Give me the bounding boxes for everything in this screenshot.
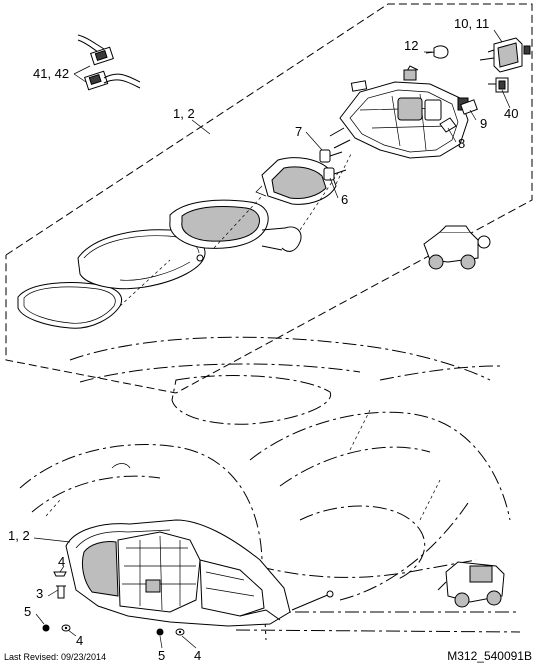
figure-id: M312_540091B [447,649,532,663]
footer: Last Revised: 09/23/2014 M312_540091B [4,649,532,663]
callout-4-a: 4 [58,554,65,569]
callout-4-b: 4 [76,633,83,648]
headlamp-seal [17,282,123,329]
bottom-vehicle-icon [437,561,505,608]
headlamp-lens [77,229,206,290]
bulb-12 [425,45,449,59]
socket-8 [439,117,457,133]
callout-9: 9 [480,116,487,131]
callout-1-2-top: 1, 2 [173,106,195,121]
socket-40 [488,77,509,93]
leader-lines [33,29,511,649]
callout-3: 3 [36,586,43,601]
exploded-view-boundary [5,3,533,394]
fastener-5b [156,628,164,636]
installed-headlamp [65,519,334,627]
fastener-4a [53,571,67,577]
last-revised-text: Last Revised: 09/23/2014 [4,652,106,662]
assembly-guide-lines [119,151,353,307]
washer-4b [61,624,71,632]
fastener-5a [42,624,50,632]
callout-41-42: 41, 42 [33,66,69,81]
headlamp-housing [329,65,469,159]
callout-5-b: 5 [158,648,165,663]
bulb-7 [319,149,343,163]
bulb-6 [323,167,347,181]
callout-4-c: 4 [194,648,201,663]
vehicle-body [19,336,521,641]
callout-1-2-bottom: 1, 2 [8,528,30,543]
headlamp-reflector [255,157,337,205]
callout-6: 6 [341,192,348,207]
connector-41-42 [77,34,141,91]
callout-7: 7 [295,124,302,139]
callout-40: 40 [504,106,518,121]
headlamp-bezel [169,199,302,252]
top-vehicle-icon [423,225,491,270]
callout-8: 8 [458,136,465,151]
ballast-10-11 [479,37,531,73]
callout-12: 12 [404,38,418,53]
callout-labels: 41, 42 1, 2 12 10, 11 7 6 8 9 40 1, 2 4 … [8,16,518,663]
fastener-3 [56,585,66,599]
callout-10-11: 10, 11 [454,16,489,31]
callout-5-a: 5 [24,604,31,619]
washer-4c [175,628,185,636]
